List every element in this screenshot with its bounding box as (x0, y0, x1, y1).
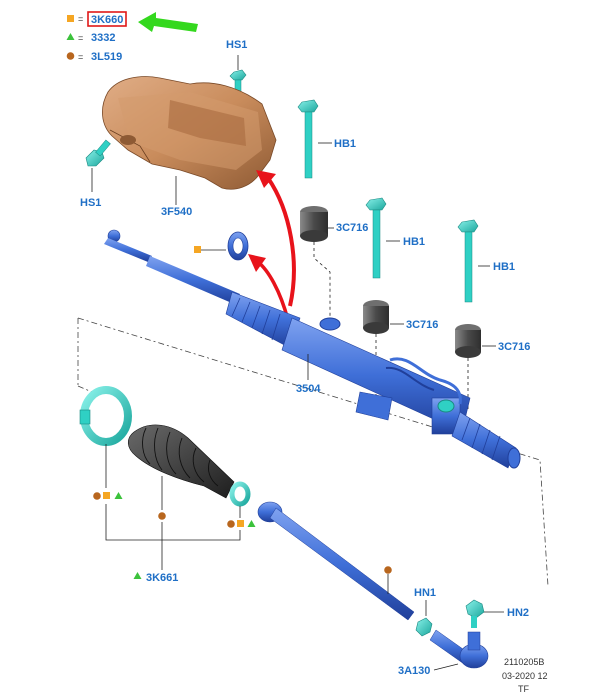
legend-code-3l519[interactable]: 3L519 (91, 51, 122, 63)
label-3k661[interactable]: 3K661 (146, 572, 178, 584)
nut-hn1[interactable] (415, 617, 433, 637)
green-arrow-icon (138, 12, 198, 32)
dashed-envelope (77, 317, 549, 587)
tie-rod-end[interactable] (429, 629, 489, 669)
bushing-3c716-b[interactable] (363, 300, 389, 334)
green-triangle-icon (66, 33, 75, 40)
label-3c716-c[interactable]: 3C716 (498, 341, 530, 353)
inner-tie-rod[interactable] (257, 501, 415, 621)
bolt-hb1-c[interactable] (457, 219, 479, 303)
reference-date: 03-2020 12 (502, 671, 548, 681)
label-3c716-a[interactable]: 3C716 (336, 222, 368, 234)
legend-eq-3: = (78, 52, 83, 62)
legend-code-3332[interactable]: 3332 (91, 32, 115, 44)
heat-shield[interactable] (102, 76, 277, 190)
label-3f540[interactable]: 3F540 (161, 206, 192, 218)
bushing-3c716-a[interactable] (300, 206, 328, 242)
seal-ring[interactable] (227, 231, 249, 261)
nut-hn2[interactable] (465, 599, 485, 628)
label-hs1-left[interactable]: HS1 (80, 197, 101, 209)
legend-eq-2: = (78, 33, 83, 43)
brown-circle-icon (66, 52, 75, 60)
boot-clamp-ring[interactable] (79, 386, 132, 446)
label-3504[interactable]: 3504 (296, 383, 321, 395)
steering-boot[interactable] (127, 424, 235, 499)
brown-circle-icon (93, 492, 101, 500)
label-hb1-b[interactable]: HB1 (403, 236, 425, 248)
label-hs1-top[interactable]: HS1 (226, 39, 247, 51)
label-3a130[interactable]: 3A130 (398, 665, 430, 677)
bolt-hs1-left[interactable] (85, 139, 111, 167)
steering-rack[interactable] (104, 229, 521, 469)
orange-square-icon (103, 492, 110, 499)
red-arrow-small-icon (248, 254, 290, 321)
brown-circle-icon (158, 512, 166, 520)
orange-square-icon (67, 15, 74, 22)
green-triangle-icon (247, 520, 256, 527)
orange-square-icon (194, 246, 201, 253)
green-triangle-icon (114, 492, 123, 499)
bushing-3c716-c[interactable] (455, 324, 481, 358)
green-triangle-icon (133, 572, 142, 579)
label-3c716-b[interactable]: 3C716 (406, 319, 438, 331)
highlight-box (87, 11, 127, 27)
label-hn1[interactable]: HN1 (414, 587, 436, 599)
boot-clamp-small[interactable] (229, 481, 251, 507)
bolt-hb1-a[interactable] (297, 99, 319, 179)
reference-code: 2110205B (504, 657, 544, 667)
orange-square-icon (237, 520, 244, 527)
label-hb1-c[interactable]: HB1 (493, 261, 515, 273)
brown-circle-icon (227, 520, 235, 528)
bolt-hb1-b[interactable] (365, 197, 387, 279)
legend-code-3k660[interactable]: 3K660 (91, 14, 123, 26)
label-hb1-a[interactable]: HB1 (334, 138, 356, 150)
red-arrow-icon (256, 170, 296, 307)
brown-circle-icon (384, 566, 392, 574)
label-hn2[interactable]: HN2 (507, 607, 529, 619)
legend: = 3K660 = 3332 = 3L519 (66, 11, 198, 63)
reference-initials: TF (518, 684, 529, 694)
legend-eq-1: = (78, 14, 83, 24)
